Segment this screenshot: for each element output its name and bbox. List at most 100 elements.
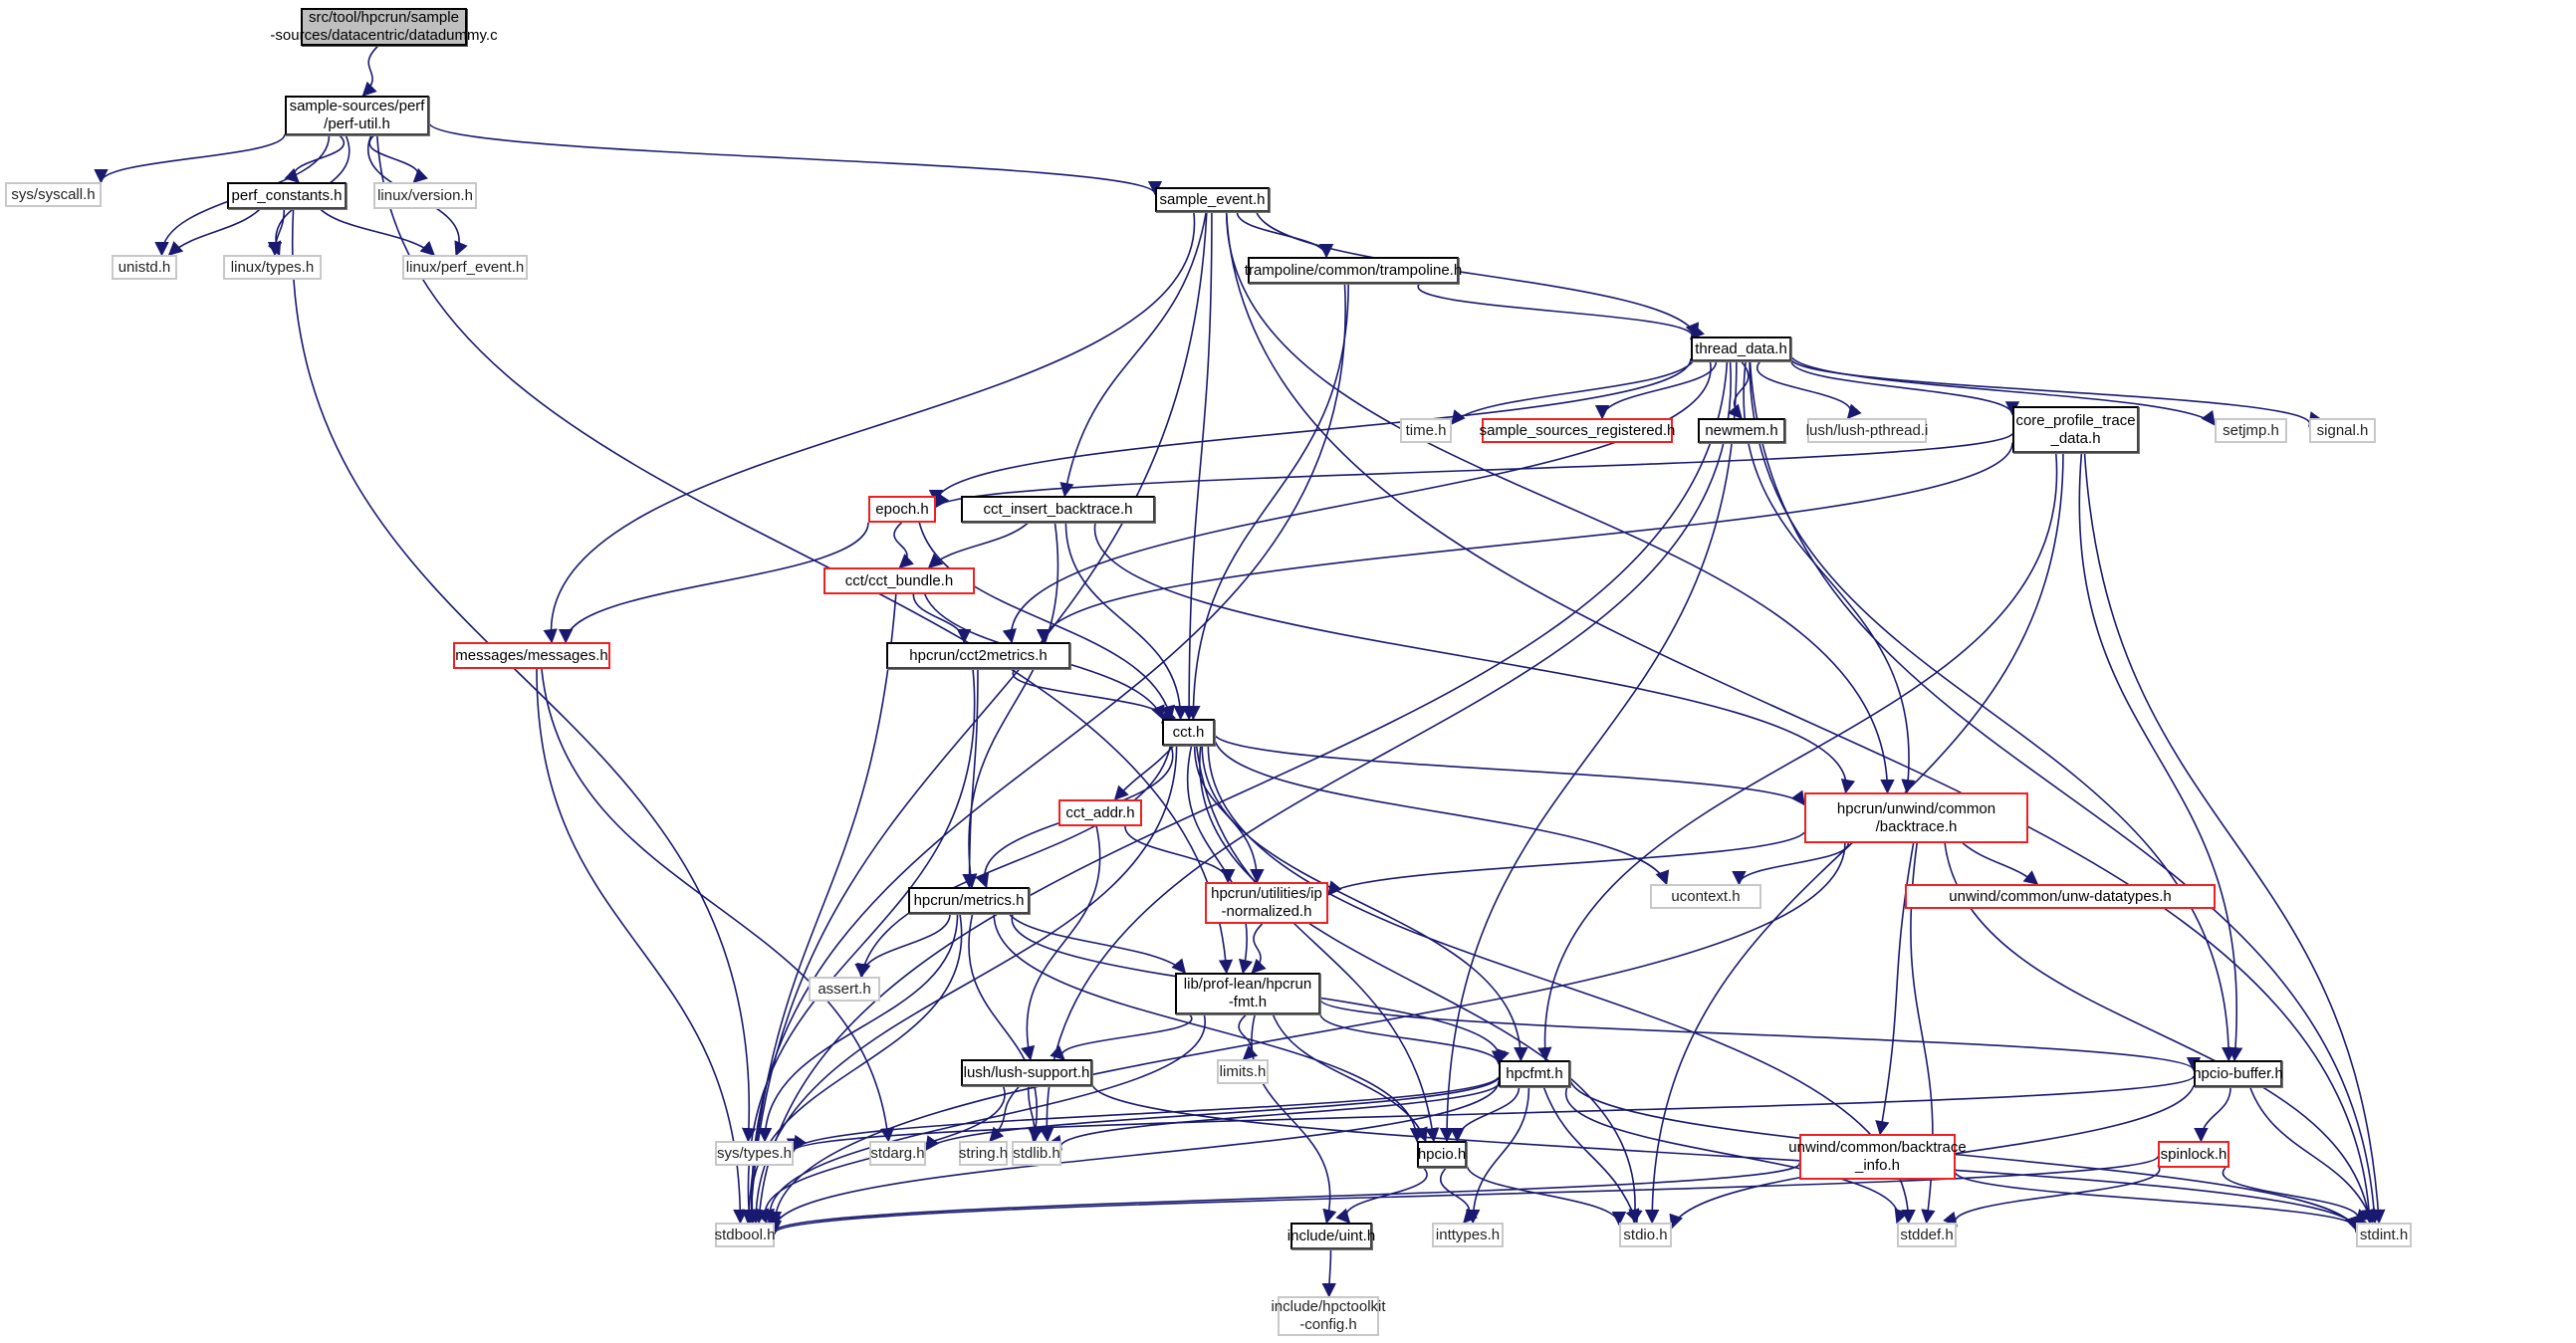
edge-backtrace-to-unwdt xyxy=(1962,842,2039,885)
edge-threaddata-to-signal xyxy=(1789,354,2323,428)
node-stdbool[interactable]: stdbool.h xyxy=(715,1223,775,1247)
node-hpcrunfmt[interactable]: lib/prof-lean/hpcrun -fmt.h xyxy=(1175,973,1320,1014)
edge-metrics-to-assert xyxy=(854,913,951,979)
node-cct2metrics[interactable]: hpcrun/cct2metrics.h xyxy=(886,642,1070,669)
node-root[interactable]: src/tool/hpcrun/sample -sources/datacent… xyxy=(270,8,498,46)
edge-hpcio-to-uint xyxy=(1335,1167,1428,1225)
edge-cct-to-backtrace xyxy=(1214,735,1805,806)
node-cctbundle[interactable]: cct/cct_bundle.h xyxy=(823,567,975,594)
node-metrics[interactable]: hpcrun/metrics.h xyxy=(908,887,1030,914)
node-perfconst[interactable]: perf_constants.h xyxy=(227,182,347,209)
edge-perfconst-to-linuxtypes xyxy=(267,208,286,257)
node-lushsupport[interactable]: lush/lush-support.h xyxy=(961,1059,1092,1086)
edge-hpcrunfmt-to-limits xyxy=(1238,1013,1259,1060)
edge-coreprof-to-stdint xyxy=(2083,452,2386,1225)
edge-cct-to-hpcfmt xyxy=(1201,745,1528,1062)
node-perfutil[interactable]: sample-sources/perf /perf-util.h xyxy=(285,96,429,135)
node-spinlock[interactable]: spinlock.h xyxy=(2158,1141,2229,1168)
node-linuxtypes[interactable]: linux/types.h xyxy=(223,255,322,280)
node-string[interactable]: string.h xyxy=(959,1141,1008,1166)
edge-cct2metrics-to-metrics xyxy=(962,668,979,889)
node-limits[interactable]: limits.h xyxy=(1217,1059,1269,1084)
node-btinfo[interactable]: unwind/common/backtrace _info.h xyxy=(1788,1134,1967,1180)
edge-btinfo-to-stdint xyxy=(1954,1168,2370,1232)
node-newmem[interactable]: newmem.h xyxy=(1698,418,1785,443)
node-lushpthread[interactable]: lush/lush-pthread.i xyxy=(1806,418,1928,443)
node-stdlib[interactable]: stdlib.h xyxy=(1012,1141,1061,1166)
edge-hpcfmt-to-stdint xyxy=(1569,1080,2359,1231)
edge-cctbundle-to-stdbool xyxy=(741,593,897,1225)
edge-cct-to-stdio xyxy=(1199,745,1643,1225)
edge-perfutil-to-sampleevent xyxy=(428,121,1162,196)
edge-metrics-to-systypes xyxy=(757,913,959,1143)
node-ssreg[interactable]: sample_sources_registered.h xyxy=(1480,418,1675,443)
node-hpcfmt[interactable]: hpcfmt.h xyxy=(1499,1060,1570,1087)
node-cct[interactable]: cct.h xyxy=(1162,719,1215,746)
edge-threaddata-to-stdlib xyxy=(1039,360,1732,1143)
edge-hpciobuffer-to-spinlock xyxy=(2194,1086,2231,1143)
edge-hpcfmt-to-stdarg xyxy=(925,1077,1500,1152)
edge-metrics-to-stdbool xyxy=(744,913,963,1225)
node-hpciobuffer[interactable]: hpcio-buffer.h xyxy=(2193,1060,2283,1087)
edge-coreprof-to-epoch xyxy=(935,433,2013,509)
node-signal[interactable]: signal.h xyxy=(2309,418,2376,443)
node-ipnorm[interactable]: hpcrun/utilities/ip -normalized.h xyxy=(1205,882,1328,924)
edge-perfutil-to-hpcrunfmt xyxy=(375,134,1234,975)
edge-trampoline-to-cct xyxy=(1186,283,1349,721)
edge-cct-to-hpcrunfmt xyxy=(1186,745,1254,975)
edge-threaddata-to-timeh xyxy=(1451,360,1694,425)
node-hpctkconfig[interactable]: include/hpctoolkit -config.h xyxy=(1271,1296,1386,1336)
edge-backtrace-to-stdint xyxy=(1944,842,2376,1225)
node-sampleevent[interactable]: sample_event.h xyxy=(1155,187,1270,212)
edge-threaddata-to-stdint xyxy=(1749,360,2382,1225)
edge-hpciobuffer-to-systypes xyxy=(787,1075,2195,1153)
edge-sampleevent-to-backtrace xyxy=(1225,211,1895,794)
edge-perfutil-to-linuxversion xyxy=(368,134,428,183)
node-linuxversion[interactable]: linux/version.h xyxy=(373,182,477,209)
node-uint[interactable]: include/uint.h xyxy=(1288,1223,1375,1249)
edge-sampleevent-to-stdint xyxy=(1225,211,2377,1225)
edge-hpcrunfmt-to-uint xyxy=(1251,1013,1337,1225)
node-messages[interactable]: messages/messages.h xyxy=(453,642,610,669)
edge-cctbundle-to-cct2metrics xyxy=(912,593,972,644)
node-threaddata[interactable]: thread_data.h xyxy=(1691,336,1791,361)
edge-backtrace-to-ipnorm xyxy=(1327,831,1805,896)
node-stdio[interactable]: stdio.h xyxy=(1619,1223,1672,1247)
node-stddef[interactable]: stddef.h xyxy=(1897,1223,1957,1247)
node-systypes[interactable]: sys/types.h xyxy=(715,1141,794,1166)
node-setjmp[interactable]: setjmp.h xyxy=(2215,418,2287,443)
edge-spinlock-to-stddef xyxy=(1943,1164,2161,1228)
node-cctaddr[interactable]: cct_addr.h xyxy=(1058,799,1142,826)
edge-btinfo-to-stdbool xyxy=(761,1161,1800,1234)
edge-messages-to-stdarg xyxy=(541,668,895,1143)
node-syscall[interactable]: sys/syscall.h xyxy=(5,182,102,207)
node-trampoline[interactable]: trampoline/common/trampoline.h xyxy=(1245,257,1462,284)
node-coreprof[interactable]: core_profile_trace _data.h xyxy=(2012,406,2139,453)
node-cctinsert[interactable]: cct_insert_backtrace.h xyxy=(961,496,1155,523)
edge-spinlock-to-stdbool xyxy=(768,1155,2159,1235)
node-unwdt[interactable]: unwind/common/unw-datatypes.h xyxy=(1905,884,2216,909)
edge-messages-to-stdbool xyxy=(536,668,748,1225)
node-inttypes[interactable]: inttypes.h xyxy=(1432,1223,1504,1247)
edge-lushsupport-to-stdint xyxy=(1091,1080,2367,1233)
node-stdarg[interactable]: stdarg.h xyxy=(869,1141,926,1166)
edge-root-to-perfutil xyxy=(361,45,379,98)
node-hpcio[interactable]: hpcio.h xyxy=(1417,1141,1467,1168)
node-timeh[interactable]: time.h xyxy=(1400,418,1452,443)
edge-metrics-to-stdlib xyxy=(968,913,1044,1143)
node-unistd[interactable]: unistd.h xyxy=(112,255,177,280)
node-epoch[interactable]: epoch.h xyxy=(868,496,936,523)
edge-epoch-to-cctbundle xyxy=(893,522,915,568)
edge-trampoline-to-threaddata xyxy=(1417,283,1706,340)
node-ucontext[interactable]: ucontext.h xyxy=(1650,884,1761,909)
node-perfevent[interactable]: linux/perf_event.h xyxy=(402,255,528,280)
edge-hpcio-to-stdio xyxy=(1466,1164,1627,1227)
node-stdint[interactable]: stdint.h xyxy=(2356,1223,2412,1247)
edge-hpcfmt-to-stdio xyxy=(1542,1086,1640,1225)
edge-cct2metrics-to-stdbool xyxy=(741,668,976,1225)
edge-cct-to-hpcio xyxy=(1195,745,1440,1143)
node-assert[interactable]: assert.h xyxy=(809,977,880,1002)
edge-trampoline-to-stdbool xyxy=(745,283,1346,1225)
node-backtrace[interactable]: hpcrun/unwind/common /backtrace.h xyxy=(1804,792,2028,843)
